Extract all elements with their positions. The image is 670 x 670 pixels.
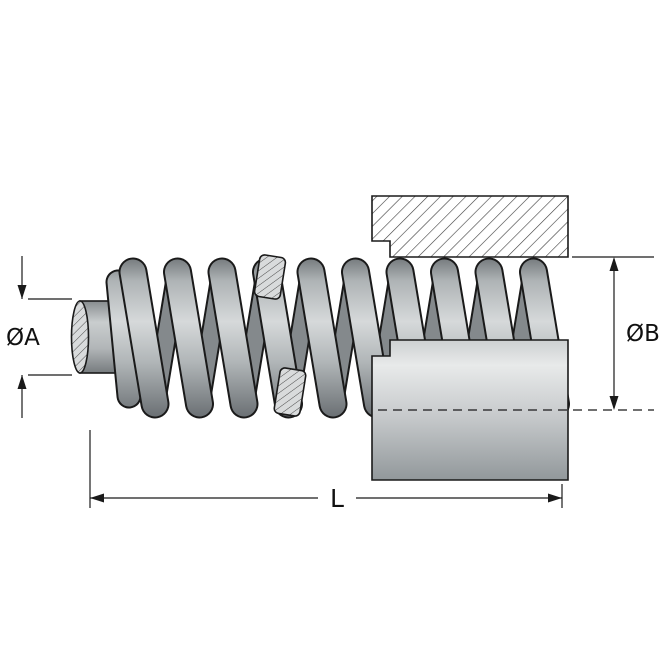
dia-b-arrowhead-bottom — [609, 396, 619, 410]
length-arrowhead-left — [90, 493, 104, 503]
spring-end-coil — [107, 271, 140, 407]
dimension-length: L — [89, 430, 563, 513]
spring-coil-front — [165, 259, 212, 417]
length-arrowhead-right — [548, 493, 562, 503]
guide-rod-end-face — [70, 300, 90, 374]
dimension-dia-b: ØB — [572, 256, 660, 410]
spring-coil-front — [298, 259, 346, 417]
spring-coil-front — [209, 259, 257, 417]
dimension-dia-a: ØA — [6, 256, 72, 418]
spring-wire-sections — [253, 254, 307, 417]
dia-a-arrowhead-top — [17, 285, 27, 299]
dia-b-label: ØB — [626, 321, 660, 347]
dia-a-arrowhead-bottom — [17, 375, 27, 389]
dia-a-label: ØA — [6, 325, 40, 351]
housing-section — [371, 195, 569, 258]
housing-section-hatch — [371, 195, 569, 258]
wire-section-bottom — [273, 367, 307, 417]
length-label: L — [330, 484, 344, 513]
wire-section-top — [253, 254, 287, 300]
spring-coil-front — [120, 259, 168, 417]
dia-b-arrowhead-top — [609, 257, 619, 271]
